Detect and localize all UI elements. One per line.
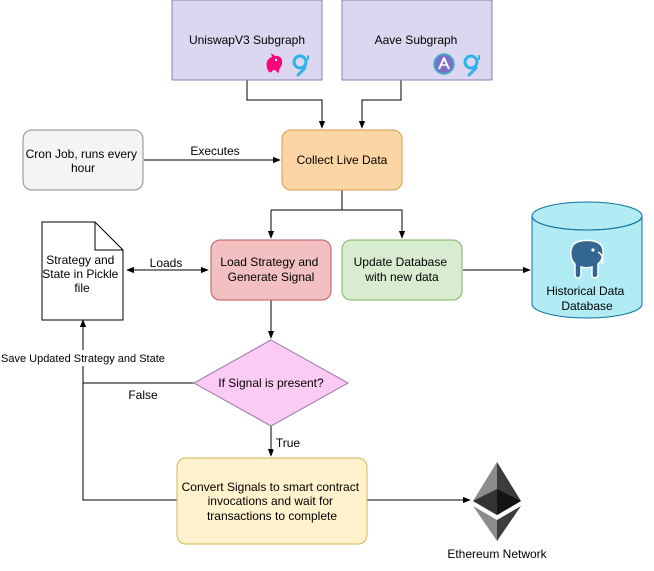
edge-label-executes: Executes: [190, 144, 239, 158]
update-database-box: [341, 239, 463, 301]
load-strategy-label: Load Strategy and Generate Signal: [220, 255, 321, 284]
load-strategy-box: [210, 239, 332, 301]
ethereum-node: Ethereum Network: [447, 462, 548, 561]
convert-signals-label: Convert Signals to smart contract invoca…: [182, 480, 363, 523]
collect-live-data-node: Collect Live Data: [281, 129, 403, 191]
strategy-file-line-1: Strategy and: [46, 253, 114, 267]
edge-collect-to-load: [271, 209, 342, 238]
the-graph-icon: [292, 54, 309, 77]
update-database-label: Update Database with new data: [354, 255, 451, 284]
strategy-file-shape: [41, 221, 124, 321]
cron-job-line-2: hour: [71, 161, 95, 175]
historical-database-line-1: Historical Data: [546, 284, 624, 298]
collect-live-data-label: Collect Live Data: [297, 153, 388, 167]
strategy-file-line-2: State in Pickle: [42, 267, 118, 281]
edge-label-save-updated: Save Updated Strategy and State: [1, 353, 165, 365]
postgresql-elephant-icon: [570, 239, 604, 279]
ethereum-label: Ethereum Network: [447, 547, 547, 561]
aave-subgraph-node: Aave Subgraph: [341, 0, 493, 81]
update-database-line-1: Update Database: [354, 255, 448, 269]
signal-decision-label: If Signal is present?: [218, 376, 324, 390]
uniswap-subgraph-node: UniswapV3 Subgraph: [171, 0, 323, 81]
edge-aave-to-collect: [358, 80, 402, 129]
uniswap-subgraph-label: UniswapV3 Subgraph: [189, 33, 305, 47]
convert-signals-line-3: transactions to complete: [207, 509, 337, 523]
load-strategy-line-2: Generate Signal: [228, 270, 315, 284]
ethereum-icon: [473, 462, 521, 541]
uniswap-unicorn-icon: [266, 53, 283, 73]
edge-collect-to-update: [342, 209, 406, 239]
cron-job-box: [22, 129, 144, 191]
edge-label-false: False: [128, 388, 158, 402]
edge-label-loads: Loads: [150, 256, 183, 270]
aave-subgraph-label: Aave Subgraph: [375, 33, 458, 47]
convert-signals-line-2: invocations and wait for: [208, 494, 333, 508]
strategy-file-node: Strategy and State in Pickle file: [41, 221, 124, 321]
edge-uniswap-to-collect: [246, 80, 326, 129]
aave-icon: [433, 53, 455, 75]
strategy-file-label: Strategy and State in Pickle file: [42, 253, 121, 295]
historical-database-label: Historical Data Database: [546, 284, 627, 313]
signal-decision-diamond: [192, 339, 350, 427]
strategy-file-line-3: file: [74, 281, 90, 295]
cron-job-label: Cron Job, runs every hour: [26, 147, 141, 175]
edge-convert-to-file: [82, 383, 177, 501]
load-strategy-line-1: Load Strategy and: [220, 255, 318, 269]
cron-job-line-1: Cron Job, runs every: [26, 147, 137, 161]
edge-label-true: True: [276, 436, 301, 450]
convert-signals-line-1: Convert Signals to smart contract: [182, 480, 360, 494]
the-graph-icon: [463, 54, 480, 77]
update-database-line-2: with new data: [364, 270, 439, 284]
historical-database-line-2: Database: [561, 299, 613, 313]
update-database-node: Update Database with new data: [341, 239, 463, 301]
convert-signals-node: Convert Signals to smart contract invoca…: [176, 457, 368, 545]
collect-live-data-box: [281, 129, 403, 191]
load-strategy-node: Load Strategy and Generate Signal: [210, 239, 332, 301]
edges: [79, 80, 531, 504]
historical-database-node: Historical Data Database: [531, 201, 643, 319]
signal-decision-node: If Signal is present?: [192, 339, 350, 427]
cron-job-node: Cron Job, runs every hour: [22, 129, 144, 191]
convert-signals-box: [176, 457, 368, 545]
